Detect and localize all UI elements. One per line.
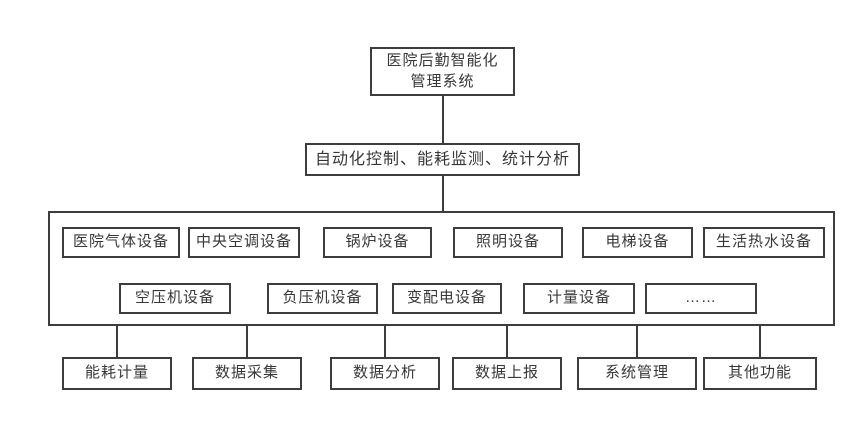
- equipment-box-hospital-gas: 医院气体设备: [62, 227, 180, 258]
- function-box-other-functions: 其他功能: [703, 357, 817, 390]
- equipment-box-lighting: 照明设备: [453, 227, 563, 258]
- equipment-box-air-compressor: 空压机设备: [119, 283, 231, 314]
- equipment-box-label: 计量设备: [546, 289, 611, 307]
- connector-container-to-other-functions: [759, 326, 761, 357]
- connector-container-to-data-collection: [246, 326, 248, 357]
- equipment-box-label: 空压机设备: [134, 289, 215, 307]
- equipment-box-boiler: 锅炉设备: [323, 227, 432, 258]
- equipment-box-label: 医院气体设备: [72, 233, 169, 251]
- middle-node: 自动化控制、能耗监测、统计分析: [305, 143, 580, 176]
- equipment-box-power-distribution: 变配电设备: [392, 283, 502, 314]
- function-box-system-management: 系统管理: [577, 357, 697, 390]
- equipment-box-label: 中央空调设备: [195, 233, 292, 251]
- equipment-box-central-ac: 中央空调设备: [188, 227, 300, 258]
- equipment-box-label: 变配电设备: [406, 289, 487, 307]
- connector-container-to-system-management: [636, 326, 638, 357]
- equipment-box-ellipsis: ……: [645, 283, 757, 314]
- equipment-box-label: 锅炉设备: [345, 233, 410, 251]
- equipment-box-label: 电梯设备: [605, 233, 670, 251]
- equipment-box-elevator: 电梯设备: [582, 227, 693, 258]
- root-node-label-line1: 医院后勤智能化: [386, 52, 499, 70]
- function-box-data-collection: 数据采集: [192, 357, 302, 390]
- equipment-box-label: 照明设备: [475, 233, 540, 251]
- root-node: 医院后勤智能化 管理系统: [370, 47, 515, 96]
- connector-middle-to-container: [442, 176, 444, 211]
- connector-container-to-data-reporting: [506, 326, 508, 357]
- equipment-box-label: 负压机设备: [282, 289, 363, 307]
- equipment-group-container: [48, 211, 835, 326]
- function-box-label: 数据分析: [352, 364, 417, 382]
- function-box-label: 能耗计量: [84, 364, 149, 382]
- equipment-box-domestic-hot-water: 生活热水设备: [703, 227, 825, 258]
- middle-node-label: 自动化控制、能耗监测、统计分析: [314, 150, 570, 168]
- function-box-label: 其他功能: [727, 364, 792, 382]
- connector-container-to-data-analysis: [384, 326, 386, 357]
- root-node-label-line2: 管理系统: [410, 72, 475, 90]
- function-box-data-analysis: 数据分析: [330, 357, 440, 390]
- function-box-data-reporting: 数据上报: [452, 357, 562, 390]
- function-box-energy-metering: 能耗计量: [62, 357, 172, 390]
- equipment-box-metering: 计量设备: [523, 283, 635, 314]
- function-box-label: 数据上报: [474, 364, 539, 382]
- equipment-box-label: ……: [685, 289, 717, 307]
- equipment-box-label: 生活热水设备: [715, 233, 812, 251]
- function-box-label: 数据采集: [214, 364, 279, 382]
- connector-container-to-energy-metering: [116, 326, 118, 357]
- connector-root-to-middle: [442, 96, 444, 143]
- equipment-box-negative-pressure: 负压机设备: [267, 283, 378, 314]
- function-box-label: 系统管理: [604, 364, 669, 382]
